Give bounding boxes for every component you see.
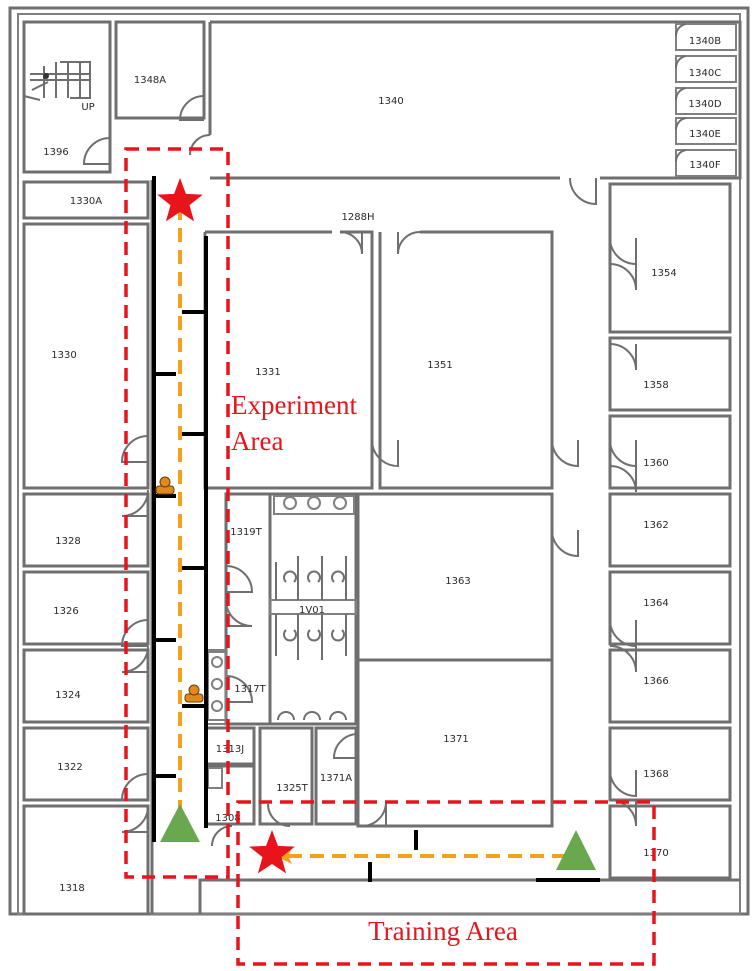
stairs-up-label: UP <box>81 102 94 113</box>
room-label-1366: 1366 <box>643 676 668 687</box>
room-label-1396: 1396 <box>43 147 68 158</box>
room-labels: 1340B 1340C 1340D 1340E 1340F 1348A 1340… <box>43 36 722 894</box>
room-label-1360: 1360 <box>643 458 668 469</box>
red-star-icon <box>249 830 295 874</box>
room-label-1313J: 1313J <box>216 744 244 755</box>
room-label-1326: 1326 <box>53 606 78 617</box>
experiment-area-outline <box>124 147 230 879</box>
training-area-outline <box>236 800 656 966</box>
room-label-1340B: 1340B <box>689 36 721 47</box>
room-label-1318: 1318 <box>59 883 84 894</box>
room-label-1358: 1358 <box>643 380 668 391</box>
room-label-1354: 1354 <box>651 268 676 279</box>
room-label-1340F: 1340F <box>689 160 720 171</box>
room-label-1371A: 1371A <box>320 773 352 784</box>
room-label-1340E: 1340E <box>689 129 721 140</box>
room-label-1371: 1371 <box>443 734 468 745</box>
room-label-1351: 1351 <box>427 360 452 371</box>
room-label-1340D: 1340D <box>688 99 721 110</box>
room-label-1325T: 1325T <box>276 783 308 794</box>
experiment-area-label-line2: Area <box>231 426 283 456</box>
experiment-area-label-line1: Experiment <box>231 390 357 420</box>
red-star-icon <box>157 178 203 222</box>
room-label-1317T: 1317T <box>234 684 266 695</box>
person-icon <box>155 476 175 495</box>
person-icon <box>184 684 204 703</box>
room-label-1322: 1322 <box>57 762 82 773</box>
building-walls <box>8 6 750 916</box>
doors <box>82 23 687 847</box>
room-label-1348A: 1348A <box>134 75 166 86</box>
room-label-1362: 1362 <box>643 520 668 531</box>
route-arrowhead <box>276 848 292 864</box>
corridor-obstacles <box>152 176 600 882</box>
room-label-1319T: 1319T <box>230 527 262 538</box>
room-label-1370: 1370 <box>643 848 668 859</box>
green-triangle-icon <box>556 830 596 870</box>
room-label-1324: 1324 <box>55 690 80 701</box>
room-label-1340: 1340 <box>378 96 403 107</box>
room-label-1340C: 1340C <box>689 68 721 79</box>
room-label-1368: 1368 <box>643 769 668 780</box>
room-label-1288H: 1288H <box>342 212 375 223</box>
room-label-1330A: 1330A <box>70 196 102 207</box>
room-label-1363: 1363 <box>445 576 470 587</box>
restroom-fixtures <box>207 495 357 789</box>
room-label-1328: 1328 <box>55 536 80 547</box>
green-triangle-icon <box>160 804 200 842</box>
room-label-1308: 1308 <box>215 813 240 824</box>
room-label-1331: 1331 <box>255 367 280 378</box>
room-label-1364: 1364 <box>643 598 668 609</box>
room-label-1V01: 1V01 <box>299 605 325 616</box>
stairs <box>23 61 91 101</box>
room-label-1330: 1330 <box>51 350 76 361</box>
training-area-label: Training Area <box>368 916 518 946</box>
